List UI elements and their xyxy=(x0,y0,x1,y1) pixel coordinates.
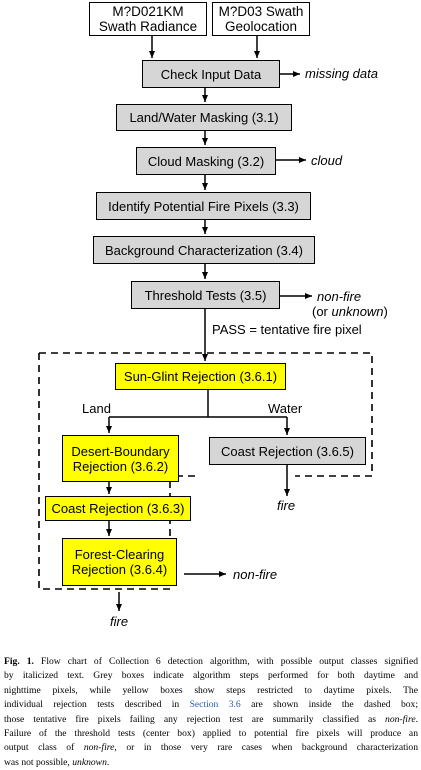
caption-line-6: Failure of the threshold tests (center b… xyxy=(4,728,418,740)
output-fire-water: fire xyxy=(277,498,296,513)
desert-boundary-rejection-box: Desert-Boundary Rejection (3.6.2) xyxy=(62,435,179,482)
potential-fire-label: Identify Potential Fire Pixels (3.3) xyxy=(108,198,299,214)
pass-label: PASS = tentative fire pixel xyxy=(212,322,362,337)
output-non-fire-rejection: non-fire xyxy=(233,567,278,582)
sun-glint-rejection-box: Sun-Glint Rejection (3.6.1) xyxy=(115,363,286,390)
cloud-masking-box: Cloud Masking (3.2) xyxy=(136,147,276,175)
land-water-masking-box: Land/Water Masking (3.1) xyxy=(116,104,292,131)
caption-line-8: was not possible, unknown. xyxy=(4,756,110,768)
caption-line-5: those tentative fire pixels failing any … xyxy=(4,713,418,725)
caption-line-3: nighttime pixels, while yellow boxes sho… xyxy=(4,684,418,696)
potential-fire-box: Identify Potential Fire Pixels (3.3) xyxy=(96,192,311,220)
rejection-tests-dashed-box xyxy=(38,352,373,590)
coast-rejection-land-label: Coast Rejection (3.6.3) xyxy=(51,501,185,516)
coast-rejection-water-label: Coast Rejection (3.6.5) xyxy=(221,443,354,459)
land-water-masking-label: Land/Water Masking (3.1) xyxy=(129,110,279,125)
threshold-tests-box: Threshold Tests (3.5) xyxy=(131,281,280,309)
sun-glint-rejection-label: Sun-Glint Rejection (3.6.1) xyxy=(123,369,278,384)
caption-line-4: individual rejection tests described in … xyxy=(4,699,419,711)
output-missing-data: missing data xyxy=(305,66,378,81)
radiance-input-label: M?D021KM Swath Radiance xyxy=(98,4,198,34)
geolocation-input-label: M?D03 Swath Geolocation xyxy=(218,4,304,34)
threshold-tests-label: Threshold Tests (3.5) xyxy=(144,287,267,303)
output-unknown-note: (or unknown) xyxy=(312,304,388,319)
forest-clearing-rejection-label: Forest-Clearing Rejection (3.6.4) xyxy=(71,547,168,577)
radiance-input-box: M?D021KM Swath Radiance xyxy=(89,2,207,36)
water-label: Water xyxy=(268,401,303,416)
check-input-box: Check Input Data xyxy=(142,60,280,88)
coast-rejection-water-box: Coast Rejection (3.6.5) xyxy=(209,437,366,465)
output-cloud: cloud xyxy=(311,153,343,168)
background-characterization-box: Background Characterization (3.4) xyxy=(93,236,315,264)
flowchart-connectors xyxy=(38,36,373,611)
land-label: Land xyxy=(82,401,111,416)
forest-clearing-rejection-box: Forest-Clearing Rejection (3.6.4) xyxy=(62,538,177,586)
figure-caption: Fig. 1. Flow chart of Collection 6 detec… xyxy=(4,655,418,770)
coast-rejection-land-box: Coast Rejection (3.6.3) xyxy=(45,496,191,521)
caption-line-7: output class of non-fire, or in those ve… xyxy=(4,742,418,754)
desert-boundary-rejection-label: Desert-Boundary Rejection (3.6.2) xyxy=(71,443,170,474)
background-characterization-label: Background Characterization (3.4) xyxy=(105,242,303,258)
section-3-6-link[interactable]: Section 3.6 xyxy=(189,699,241,711)
output-non-fire-threshold: non-fire xyxy=(317,289,362,304)
caption-line-1: Fig. 1. Flow chart of Collection 6 detec… xyxy=(4,656,418,667)
caption-line-2: by italicized text. Grey boxes indicate … xyxy=(4,670,418,682)
output-unknown: unknown xyxy=(331,304,384,319)
output-fire-land: fire xyxy=(110,614,129,629)
geolocation-input-box: M?D03 Swath Geolocation xyxy=(212,2,310,36)
cloud-masking-label: Cloud Masking (3.2) xyxy=(147,153,265,169)
caption-fig-label: Fig. 1. xyxy=(4,656,34,667)
check-input-label: Check Input Data xyxy=(160,66,262,82)
